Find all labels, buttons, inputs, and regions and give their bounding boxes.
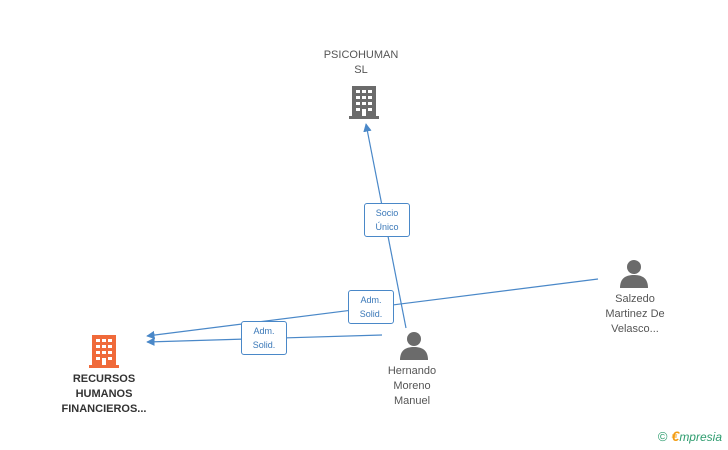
copyright-symbol: © xyxy=(657,428,668,444)
edge-label-adm-hernando: Adm. Solid. xyxy=(241,321,287,355)
person-icon[interactable] xyxy=(619,258,649,288)
node-label-recursos[interactable]: RECURSOS HUMANOS FINANCIEROS... xyxy=(61,373,147,415)
person-icon[interactable] xyxy=(399,330,429,360)
building-icon-highlighted[interactable] xyxy=(88,334,120,368)
watermark: © €mpresia xyxy=(658,428,722,444)
node-label-salzedo[interactable]: Salzedo Martinez De Velasco... xyxy=(605,293,665,335)
brand-logo: €mpresia xyxy=(671,428,722,444)
edge-label-adm-salzedo: Adm. Solid. xyxy=(348,290,394,324)
edge-label-socio-unico: Socio Único xyxy=(364,203,410,237)
building-icon[interactable] xyxy=(348,85,380,119)
node-label-hernando[interactable]: Hernando Moreno Manuel xyxy=(387,365,437,407)
node-label-psicohuman[interactable]: PSICOHUMAN SL xyxy=(323,49,399,76)
